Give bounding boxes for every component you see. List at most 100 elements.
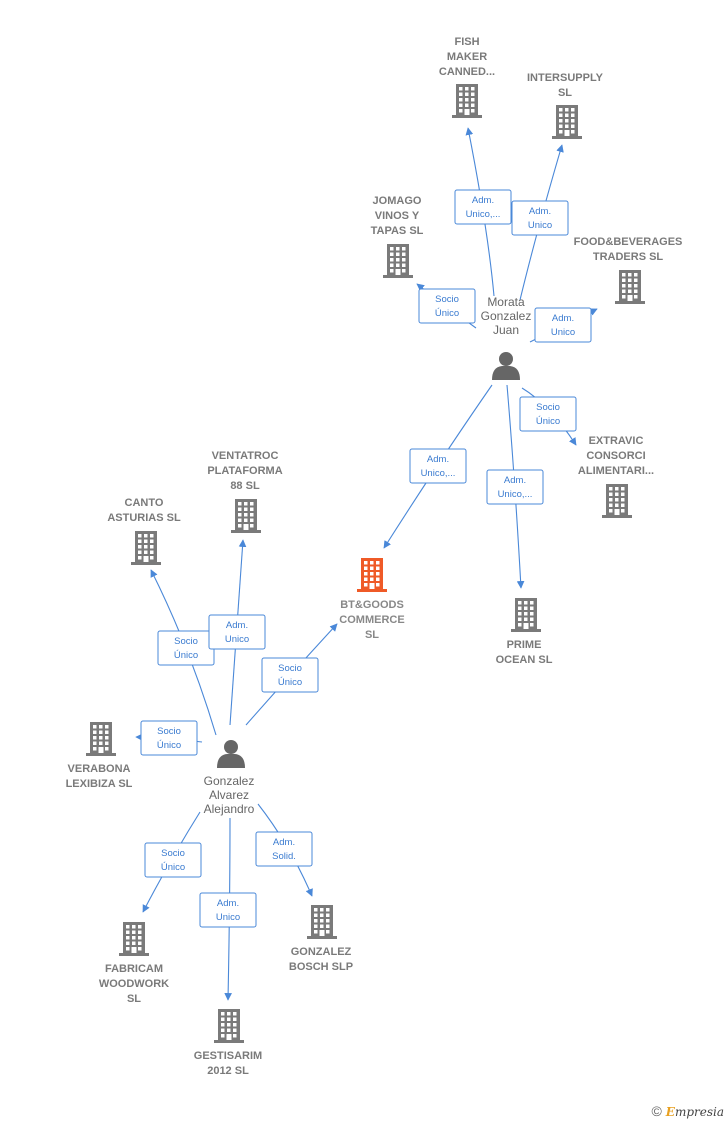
relation-edge[interactable]: Adm.Solid. — [255, 803, 313, 897]
relation-label-box[interactable] — [534, 307, 592, 343]
relation-label-box[interactable] — [140, 720, 198, 756]
relation-label-box[interactable] — [511, 200, 569, 236]
company-name: CANNED... — [439, 66, 495, 78]
relation-label-box[interactable] — [454, 189, 512, 225]
building-icon[interactable] — [602, 484, 632, 518]
building-icon[interactable] — [511, 598, 541, 632]
person-icon[interactable] — [217, 740, 245, 768]
building-icon[interactable] — [119, 922, 149, 956]
building-icon[interactable] — [552, 105, 582, 139]
relation-label: Único — [435, 308, 459, 319]
company-node-btgoods[interactable]: BT&GOODS COMMERCE SL — [339, 558, 405, 641]
relation-edge[interactable]: Adm.Unico,... — [454, 127, 512, 297]
relation-label: Unico — [225, 634, 249, 645]
relation-label: Socio — [435, 294, 459, 305]
company-name: BOSCH SLP — [289, 961, 353, 973]
relation-label: Único — [161, 862, 185, 873]
relation-label: Unico — [528, 220, 552, 231]
relation-edge[interactable]: Adm.Unico,... — [486, 384, 544, 589]
company-node-fish[interactable]: FISHMAKERCANNED... — [439, 36, 495, 118]
relation-label-box[interactable] — [199, 892, 257, 928]
company-name: JOMAGO — [373, 195, 422, 207]
company-node-extravic[interactable]: EXTRAVICCONSORCIALIMENTARI... — [578, 435, 654, 518]
relation-edge[interactable]: Adm.Unico — [199, 817, 257, 1001]
company-name: 88 SL — [230, 480, 260, 492]
building-icon[interactable] — [231, 499, 261, 533]
relation-label: Adm. — [472, 195, 494, 206]
relation-label: Adm. — [552, 313, 574, 324]
company-name: WOODWORK — [99, 978, 169, 990]
building-icon[interactable] — [86, 722, 116, 756]
company-name: MAKER — [447, 51, 487, 63]
relation-label-box[interactable] — [418, 288, 476, 324]
building-icon[interactable] — [357, 558, 387, 592]
company-node-jomago[interactable]: JOMAGO VINOS Y TAPAS SL — [371, 195, 424, 278]
company-name: VINOS Y — [375, 210, 420, 222]
company-name: TAPAS SL — [371, 225, 424, 237]
relation-label: Unico,... — [498, 489, 533, 500]
relation-label: Socio — [278, 663, 302, 674]
relation-label-box[interactable] — [519, 396, 577, 432]
company-name: CANTO — [125, 497, 164, 509]
building-icon[interactable] — [307, 905, 337, 939]
relation-label: Único — [157, 740, 181, 751]
company-name: PLATAFORMA — [207, 465, 282, 477]
relation-label: Socio — [161, 848, 185, 859]
relation-label-box[interactable] — [144, 842, 202, 878]
company-node-canto[interactable]: CANTO ASTURIAS SL — [107, 497, 181, 565]
building-icon[interactable] — [214, 1009, 244, 1043]
relation-label-box[interactable] — [255, 831, 313, 867]
relation-edge[interactable]: Adm. Unico,... — [383, 384, 493, 549]
relation-edge[interactable]: Adm.Unico — [529, 307, 598, 343]
relation-label: Socio — [174, 636, 198, 647]
relation-label-box[interactable] — [261, 657, 319, 693]
relation-edge[interactable]: Adm.Unico — [511, 144, 569, 301]
relation-label-box[interactable] — [486, 469, 544, 505]
company-name: TRADERS SL — [593, 251, 664, 263]
company-name: SL — [365, 629, 379, 641]
person-name: Alejandro — [204, 802, 255, 816]
company-name: OCEAN SL — [496, 654, 553, 666]
company-name: FOOD&BEVERAGES — [574, 236, 683, 248]
relation-label: Socio — [536, 402, 560, 413]
building-icon[interactable] — [452, 84, 482, 118]
company-name: EXTRAVIC — [589, 435, 644, 447]
company-name: SL — [127, 993, 141, 1005]
company-name: PRIME — [507, 639, 542, 651]
relation-label: Unico,... — [421, 468, 456, 479]
company-node-foodbev[interactable]: FOOD&BEVERAGES TRADERS SL — [574, 236, 683, 304]
company-name: BT&GOODS — [340, 599, 404, 611]
footer-credit: ©Empresia — [651, 1103, 724, 1119]
company-node-prime[interactable]: PRIME OCEAN SL — [496, 598, 553, 666]
relation-edge[interactable]: Adm.Unico — [208, 539, 266, 726]
building-icon[interactable] — [615, 270, 645, 304]
relation-label-box[interactable] — [208, 614, 266, 650]
relation-label: Adm. — [273, 837, 295, 848]
company-name: COMMERCE — [339, 614, 404, 626]
company-name: ASTURIAS SL — [107, 512, 181, 524]
person-icon[interactable] — [492, 352, 520, 380]
person-name: Alvarez — [209, 788, 249, 802]
brand-logo[interactable]: Empresia — [665, 1105, 724, 1119]
relation-label: Adm. — [427, 454, 449, 465]
building-icon[interactable] — [383, 244, 413, 278]
relation-label: Socio — [157, 726, 181, 737]
relation-label-box[interactable] — [409, 448, 467, 484]
person-name: Gonzalez — [481, 309, 532, 323]
building-icon[interactable] — [131, 531, 161, 565]
